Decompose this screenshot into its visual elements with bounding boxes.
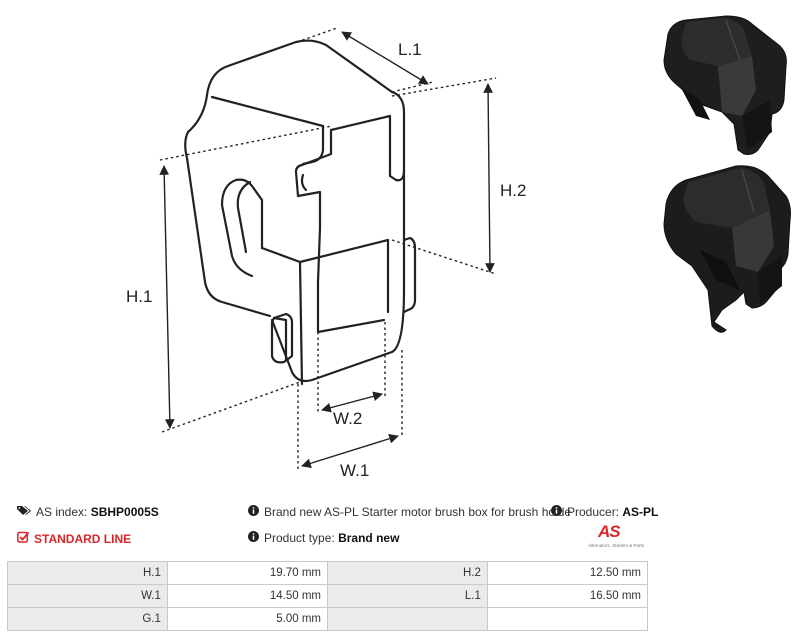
label-h1: H.1 [126, 287, 152, 306]
product-type-label: Product type: [264, 531, 335, 545]
spec-label [327, 607, 488, 631]
table-row: G.1 5.00 mm [7, 607, 649, 631]
description: Brand new AS-PL Starter motor brush box … [248, 505, 571, 519]
standard-line: STANDARD LINE [17, 531, 131, 546]
spec-label: H.1 [7, 561, 168, 585]
product-photo-bottom [663, 165, 791, 333]
brand-logo: AS Alternators, Starters & Parts [588, 522, 650, 552]
as-index-label: AS index: [36, 505, 88, 519]
specs-table: H.1 19.70 mm H.2 12.50 mm W.1 14.50 mm L… [7, 561, 649, 631]
brush-box-outline [184, 39, 417, 386]
table-row: W.1 14.50 mm L.1 16.50 mm [7, 584, 649, 608]
checkbox-checked-icon [17, 531, 30, 546]
info-icon [551, 505, 562, 519]
dimension-h1 [159, 165, 175, 429]
label-h2: H.2 [500, 181, 526, 200]
label-w2: W.2 [333, 409, 362, 428]
spec-value: 5.00 mm [166, 607, 329, 631]
dimension-h2 [483, 83, 495, 273]
spec-value: 19.70 mm [166, 561, 329, 585]
standard-line-label: STANDARD LINE [34, 531, 132, 546]
producer-value: AS-PL [622, 505, 659, 519]
dimension-w2 [321, 391, 383, 413]
spec-label: G.1 [7, 607, 168, 631]
product-photo-top [663, 15, 787, 155]
logo-mark: AS [598, 522, 621, 541]
dimension-l1 [341, 31, 429, 85]
spec-value [486, 607, 649, 631]
label-w1: W.1 [340, 461, 369, 480]
spec-label: H.2 [327, 561, 488, 585]
as-index-value: SBHP0005S [90, 505, 159, 519]
info-icon [248, 531, 259, 545]
spec-value: 16.50 mm [486, 584, 649, 608]
spec-label: W.1 [7, 584, 168, 608]
dimension-lines [159, 27, 497, 470]
label-l1: L.1 [398, 40, 422, 59]
table-row: H.1 19.70 mm H.2 12.50 mm [7, 561, 649, 585]
producer-label: Producer: [567, 505, 620, 519]
tags-icon [17, 505, 31, 519]
spec-value: 12.50 mm [486, 561, 649, 585]
product-type-value: Brand new [338, 531, 400, 545]
product-type: Product type: Brand new [248, 531, 399, 545]
as-index: AS index: SBHP0005S [17, 505, 159, 519]
product-drawing: L.1 H.1 H.2 W.2 W.1 [126, 15, 791, 480]
spec-value: 14.50 mm [166, 584, 329, 608]
producer: Producer: AS-PL [551, 505, 658, 519]
spec-label: L.1 [327, 584, 488, 608]
dimension-w1 [301, 433, 399, 469]
info-icon [248, 505, 259, 519]
description-text: Brand new AS-PL Starter motor brush box … [264, 505, 572, 519]
logo-tagline: Alternators, Starters & Parts [588, 543, 645, 548]
